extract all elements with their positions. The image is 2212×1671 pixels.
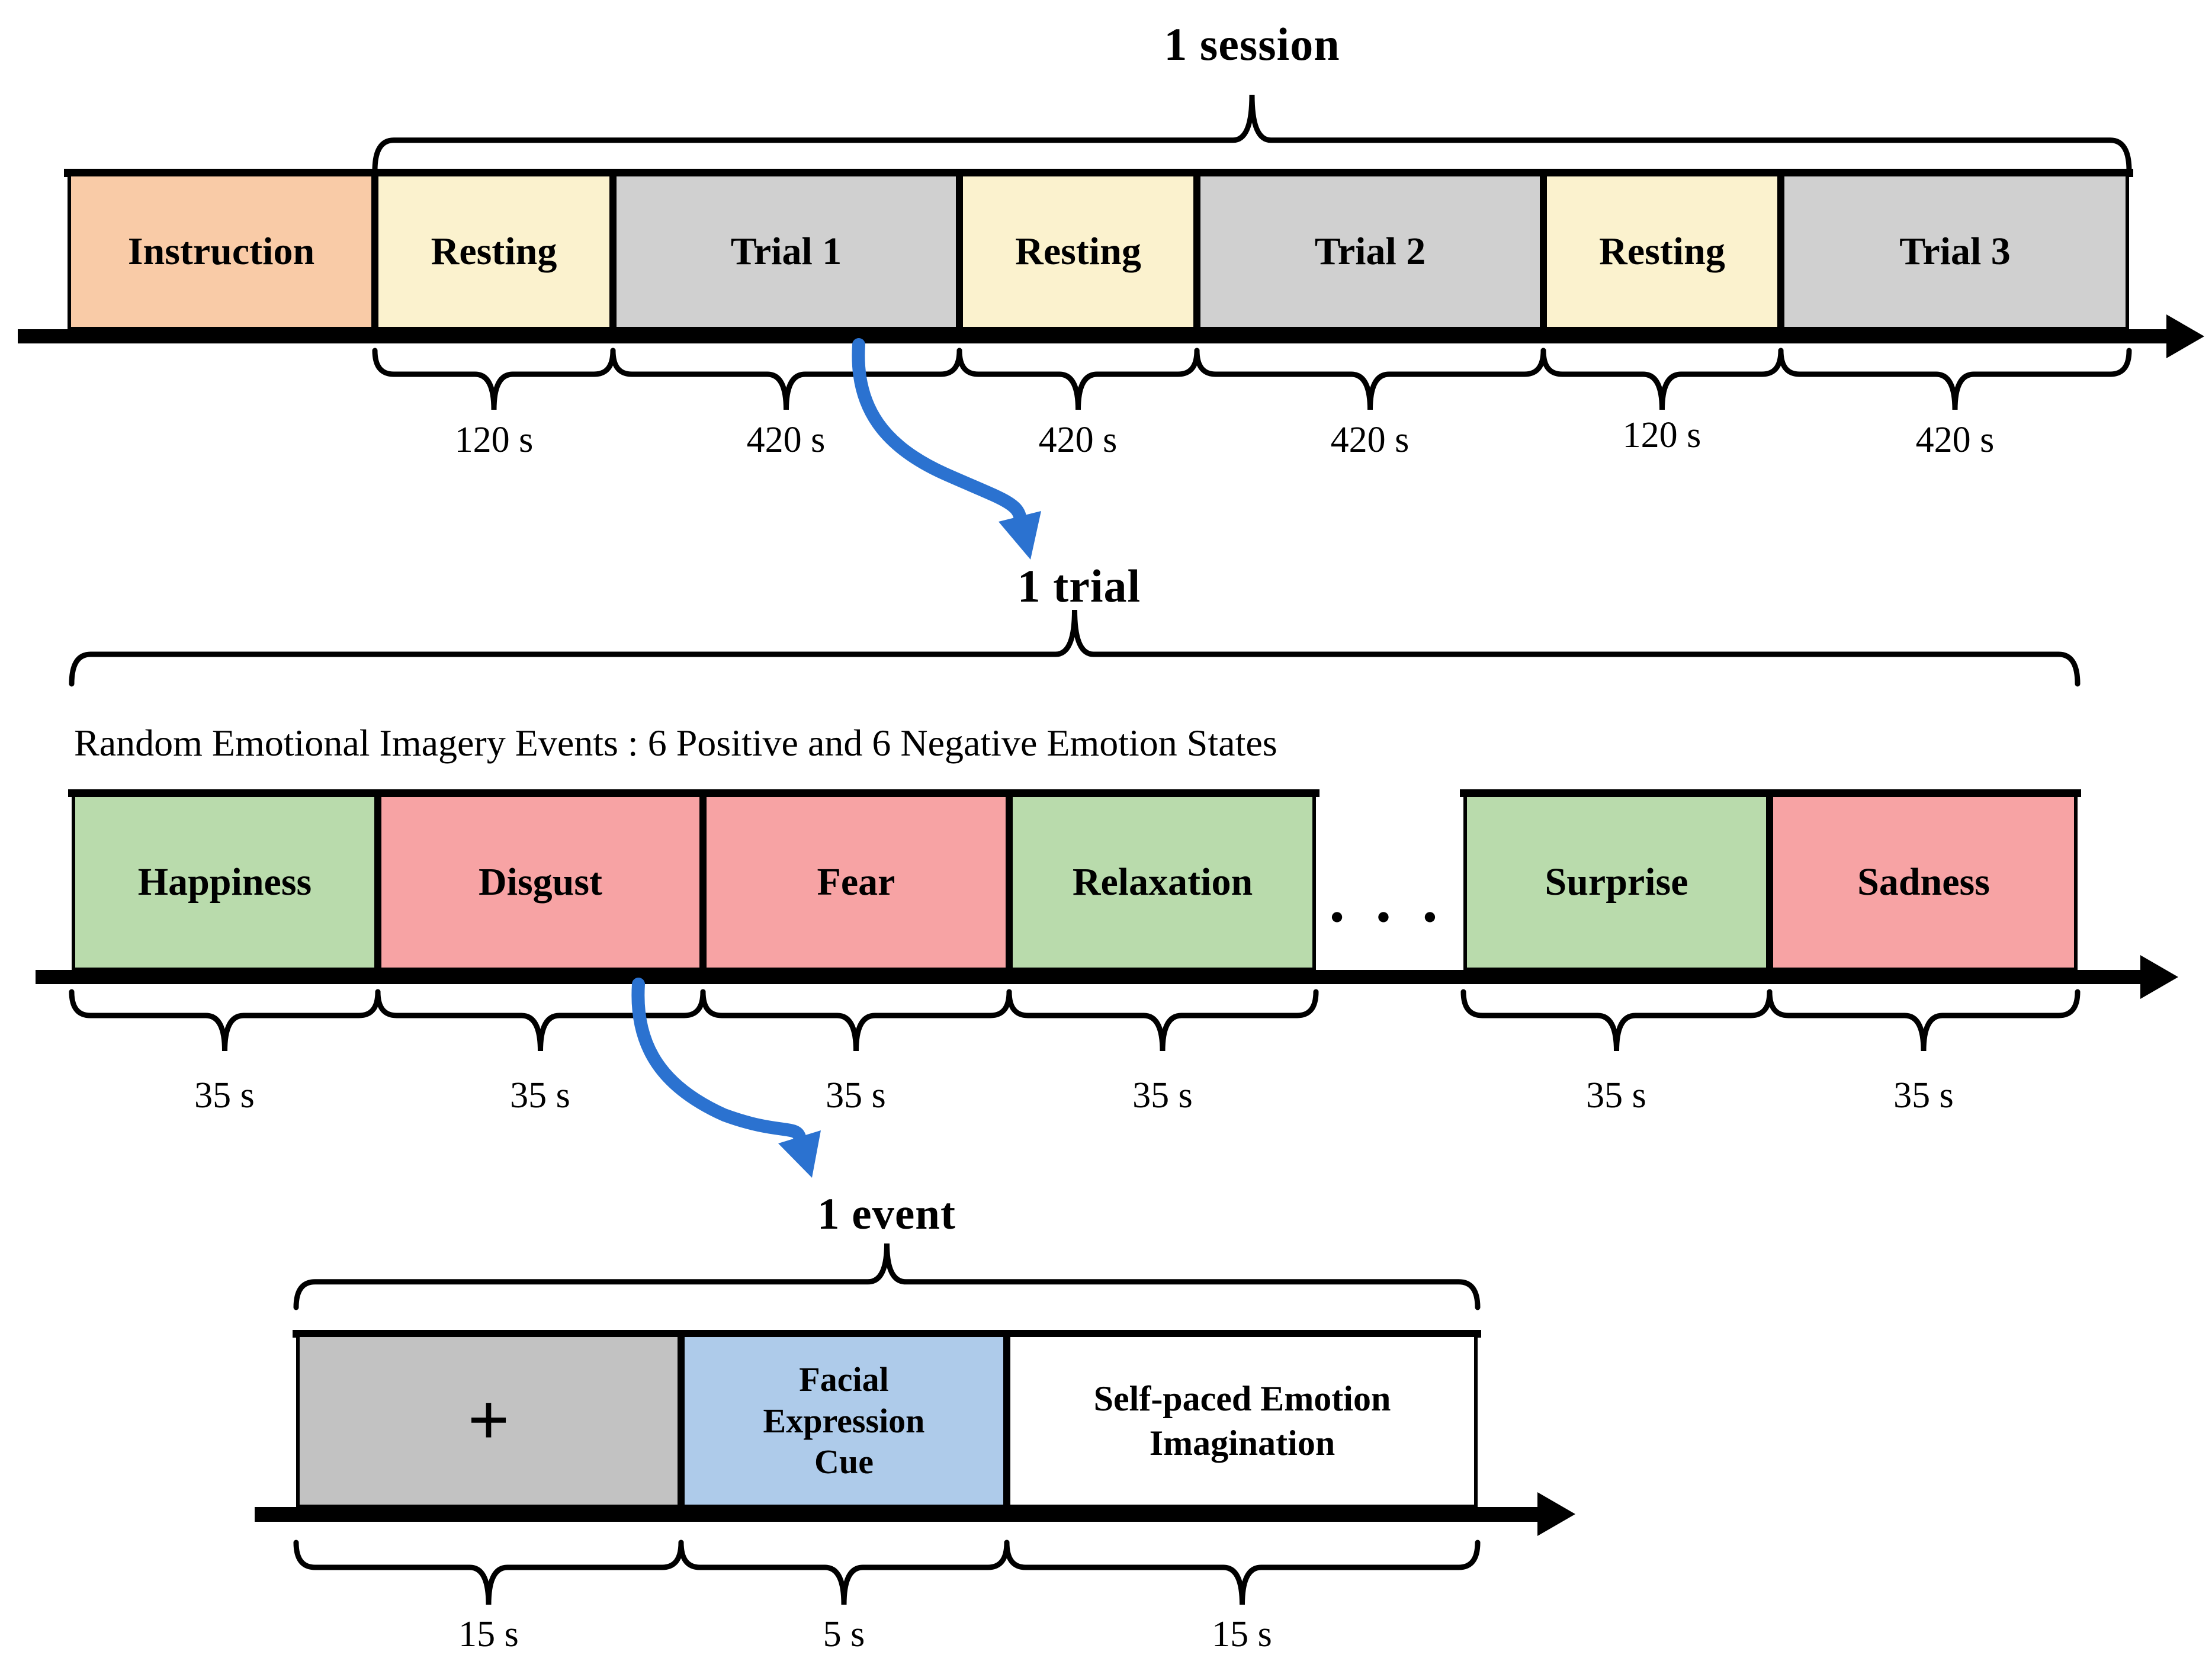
trial-brace: [69, 609, 2081, 687]
event-seg-brace-1: [293, 1540, 684, 1605]
event-seg-brace-3: [1004, 1540, 1481, 1605]
event-seg-brace-2: [678, 1540, 1010, 1605]
trial-duration-5: 35 s: [1586, 1075, 1646, 1116]
block-trial-1: Trial 1: [613, 173, 959, 330]
block-happiness: Happiness: [72, 793, 378, 971]
trial-duration-2: 35 s: [510, 1075, 570, 1116]
event-timeline: [255, 1507, 1546, 1522]
block-label: Self-paced Emotion Imagination: [1093, 1378, 1391, 1463]
block-label: Facial Expression Cue: [763, 1360, 925, 1482]
trial-duration-4: 35 s: [1132, 1075, 1193, 1116]
block-fixation-cross: +: [296, 1333, 681, 1508]
block-label: Trial 1: [730, 229, 842, 273]
block-surprise: Surprise: [1463, 793, 1770, 971]
block-label: Sadness: [1857, 860, 1990, 904]
block-facial-expression-cue: Facial Expression Cue: [681, 1333, 1007, 1508]
trial-seg-brace-4: [1006, 989, 1319, 1052]
arrow-trial-zoom-head: [999, 511, 1041, 560]
event-timeline-arrowhead: [1537, 1492, 1575, 1536]
event-duration-3: 15 s: [1212, 1614, 1272, 1654]
trial-seg-brace-1: [69, 989, 381, 1052]
session-seg-brace-5: [1540, 348, 1784, 410]
trial-duration-6: 35 s: [1893, 1075, 1954, 1116]
trial-seg-brace-2: [375, 989, 706, 1052]
block-sadness: Sadness: [1770, 793, 2078, 971]
event-duration-2: 5 s: [823, 1614, 865, 1654]
event-brace: [293, 1243, 1481, 1310]
session-duration-1: 120 s: [454, 420, 534, 460]
arrow-event-zoom-head: [778, 1130, 821, 1178]
trial-duration-1: 35 s: [194, 1075, 255, 1116]
trial-timeline-arrowhead: [2140, 955, 2178, 999]
block-label: Happiness: [137, 860, 312, 904]
block-relaxation: Relaxation: [1009, 793, 1316, 971]
block-fear: Fear: [703, 793, 1009, 971]
trial-duration-3: 35 s: [826, 1075, 886, 1116]
session-brace: [372, 94, 2132, 173]
block-label: Resting: [431, 229, 557, 273]
fixation-cross-label: +: [467, 1380, 510, 1461]
session-timeline: [18, 329, 2176, 343]
event-title: 1 event: [817, 1190, 956, 1239]
block-resting-2: Resting: [959, 173, 1197, 330]
block-label: Resting: [1015, 229, 1141, 273]
block-resting-1: Resting: [375, 173, 613, 330]
block-label: Fear: [817, 860, 895, 904]
block-trial-3: Trial 3: [1781, 173, 2129, 330]
ellipsis-dots: • • •: [1330, 896, 1449, 938]
session-duration-3: 420 s: [1038, 420, 1118, 460]
block-resting-3: Resting: [1543, 173, 1781, 330]
session-seg-brace-2: [610, 348, 962, 410]
block-self-paced-imagination: Self-paced Emotion Imagination: [1007, 1333, 1478, 1508]
session-duration-2: 420 s: [746, 420, 826, 460]
block-trial-2: Trial 2: [1197, 173, 1543, 330]
block-label: Surprise: [1545, 860, 1688, 904]
block-label: Disgust: [478, 860, 603, 904]
block-label: Instruction: [127, 229, 315, 273]
trial-title: 1 trial: [1017, 560, 1141, 612]
block-label: Relaxation: [1072, 860, 1253, 904]
session-seg-brace-3: [956, 348, 1200, 410]
block-instruction: Instruction: [68, 173, 375, 330]
session-duration-6: 420 s: [1915, 420, 1995, 460]
trial-subtitle: Random Emotional Imagery Events : 6 Posi…: [74, 722, 1277, 764]
trial-seg-brace-3: [700, 989, 1012, 1052]
session-timeline-arrowhead: [2166, 314, 2204, 358]
block-label: Trial 2: [1314, 229, 1426, 273]
session-duration-4: 420 s: [1330, 420, 1410, 460]
event-duration-1: 15 s: [458, 1614, 519, 1654]
block-label: Resting: [1599, 229, 1725, 273]
session-seg-brace-4: [1194, 348, 1546, 410]
session-duration-5: 120 s: [1622, 415, 1701, 455]
session-seg-brace-1: [372, 348, 616, 410]
session-seg-brace-6: [1778, 348, 2132, 410]
block-label: Trial 3: [1899, 229, 2011, 273]
trial-seg-brace-6: [1767, 989, 2081, 1052]
block-disgust: Disgust: [378, 793, 703, 971]
trial-timeline: [36, 970, 2150, 984]
session-title: 1 session: [1164, 18, 1340, 70]
trial-seg-brace-5: [1460, 989, 1773, 1052]
